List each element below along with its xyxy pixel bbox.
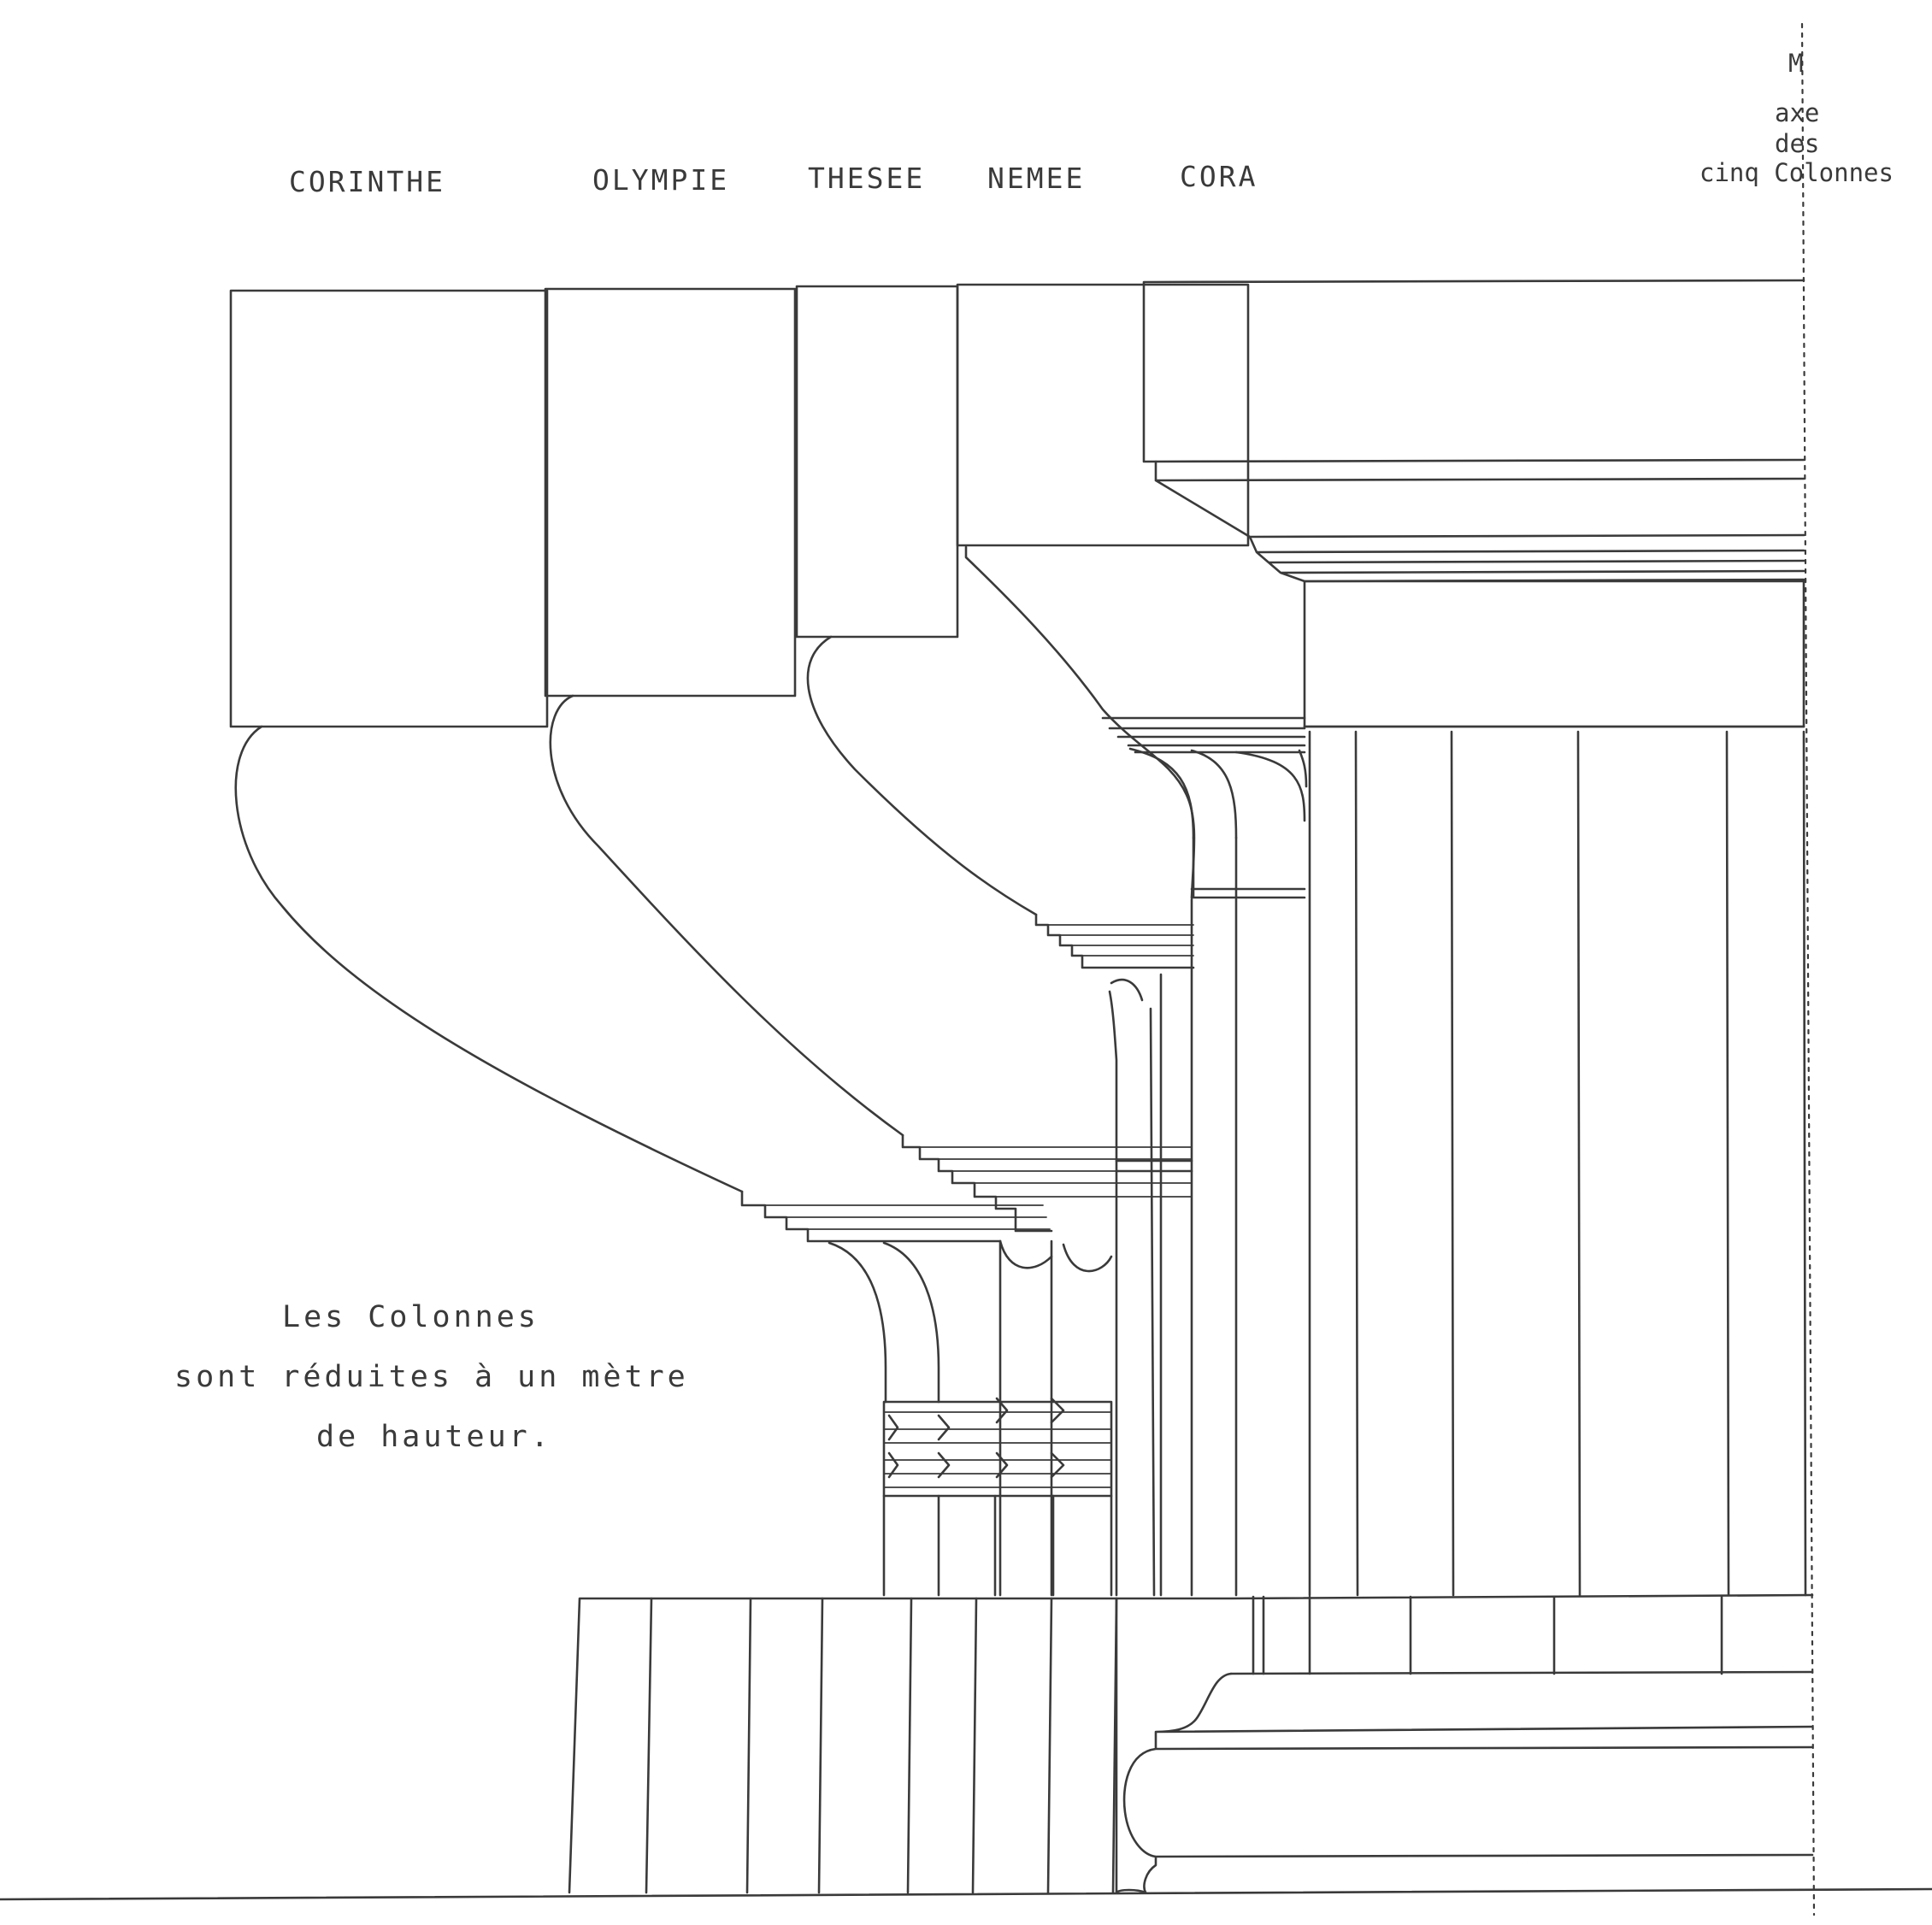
axis-label-line3: cinq Colonnes bbox=[1699, 158, 1894, 187]
cora-flute-6 bbox=[1802, 730, 1807, 1597]
plinth-line-3 bbox=[817, 1597, 824, 1894]
annulets-olympie bbox=[901, 1133, 1053, 1233]
plinth-line-4 bbox=[906, 1597, 913, 1894]
cora-neck bbox=[1190, 836, 1306, 1597]
abacus-cora bbox=[1142, 279, 1805, 463]
cora-architrave-block bbox=[1303, 580, 1805, 728]
shaft-corinthe bbox=[882, 1494, 1113, 1597]
plinth bbox=[568, 1593, 1814, 1894]
cora-cornice bbox=[1154, 460, 1805, 583]
label-olympie: OLYMPIE bbox=[592, 163, 729, 197]
echinus-olympie bbox=[549, 694, 904, 1137]
axis-letter: M bbox=[1788, 49, 1803, 78]
plinth-line-5 bbox=[971, 1597, 978, 1894]
label-nemee: NEMEE bbox=[987, 162, 1085, 195]
plinth-lines-right bbox=[1252, 1595, 1723, 1675]
plinth-line-2 bbox=[745, 1597, 752, 1894]
label-corinthe: CORINTHE bbox=[289, 165, 445, 198]
ground-line bbox=[0, 1887, 1932, 1901]
label-thesee: THESEE bbox=[808, 162, 925, 195]
neck-olympie-scallops bbox=[998, 1239, 1113, 1273]
torus-left-edge bbox=[1115, 1597, 1147, 1894]
plinth-line-6 bbox=[1046, 1597, 1053, 1894]
cora-flute-3 bbox=[1450, 730, 1455, 1597]
annulets-corinthe bbox=[740, 1190, 1002, 1243]
axis-label-line1: axe bbox=[1775, 98, 1819, 127]
annulet-lines-corinthe bbox=[764, 1204, 1051, 1230]
abacus-thesee bbox=[795, 285, 959, 639]
abacus-corinthe bbox=[229, 289, 549, 728]
hypotrachelion bbox=[882, 1397, 1113, 1498]
note-line1: Les Colonnes bbox=[282, 1300, 539, 1334]
shaft-olympie bbox=[1108, 973, 1163, 1597]
torus-molding bbox=[1122, 1672, 1814, 1894]
plinth-band bbox=[1229, 1670, 1814, 1675]
cora-flute-4 bbox=[1576, 730, 1582, 1597]
echinus-thesee bbox=[806, 635, 1038, 916]
cora-flute-5 bbox=[1725, 730, 1730, 1597]
label-cora: CORA bbox=[1180, 160, 1258, 193]
abacus-nemee bbox=[956, 283, 1250, 547]
cora-flute-2 bbox=[1354, 730, 1359, 1597]
echinus-corinthe bbox=[234, 725, 744, 1193]
plinth-line-1 bbox=[645, 1597, 653, 1894]
annulets-nemee bbox=[1101, 716, 1306, 754]
annulets-thesee bbox=[1034, 913, 1195, 969]
note-line2: sont réduites à un mètre bbox=[174, 1360, 689, 1394]
neck-corinthe bbox=[828, 1239, 1053, 1597]
annulet-lines-olympie bbox=[919, 1146, 1193, 1198]
note-line3: de hauteur. bbox=[316, 1420, 552, 1454]
shaft-olympie-band bbox=[1115, 1159, 1193, 1173]
echinus-nemee bbox=[964, 545, 1196, 899]
axis-label-line2: des bbox=[1775, 129, 1819, 158]
echinus-cora bbox=[1128, 747, 1308, 839]
annulet-lines-thesee bbox=[1047, 924, 1194, 957]
abacus-olympie bbox=[544, 287, 797, 698]
hypotrachelion-lines bbox=[883, 1411, 1112, 1488]
